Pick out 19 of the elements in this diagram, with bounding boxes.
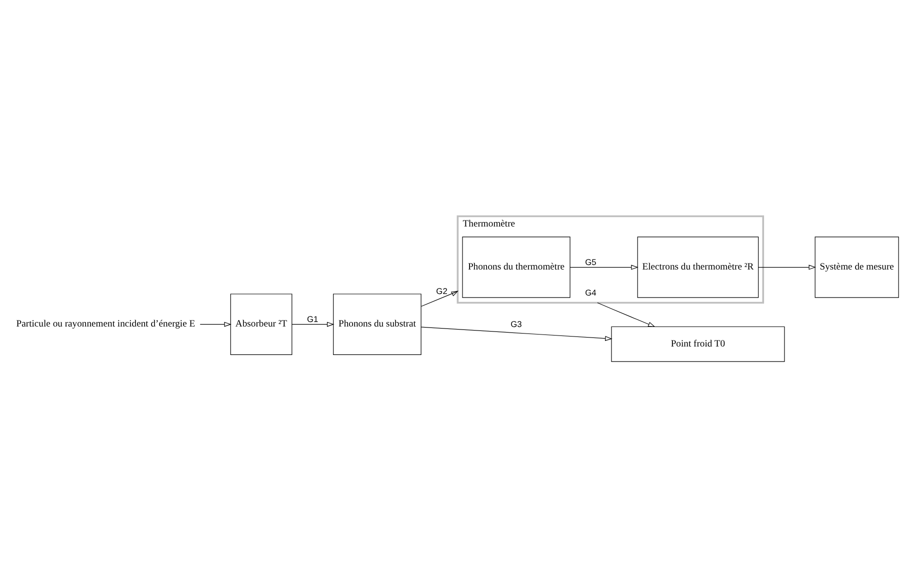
- arrow: [596, 302, 655, 328]
- node-box: Absorbeur ²T: [230, 294, 292, 355]
- node-box: Point froid T0: [610, 326, 784, 362]
- edge-label: G2: [436, 286, 447, 296]
- edge-label: G5: [584, 256, 596, 267]
- node-box: Phonons du substrat: [332, 294, 421, 355]
- arrow: [420, 326, 612, 341]
- arrow: [420, 290, 458, 307]
- arrow: [758, 264, 816, 270]
- node-box: Electrons du thermomètre ²R: [636, 236, 758, 298]
- node-text: Particule ou rayonnement incident d’énergie E: [16, 318, 195, 330]
- node-box: Système de mesure: [814, 236, 898, 298]
- edge-label: G4: [584, 288, 596, 298]
- arrow: [291, 322, 334, 327]
- arrow: [569, 264, 638, 270]
- node-box: Phonons du thermomètre: [462, 236, 570, 298]
- edge-label: G1: [306, 314, 318, 324]
- edge-label: G3: [510, 318, 522, 329]
- arrow: [199, 322, 231, 327]
